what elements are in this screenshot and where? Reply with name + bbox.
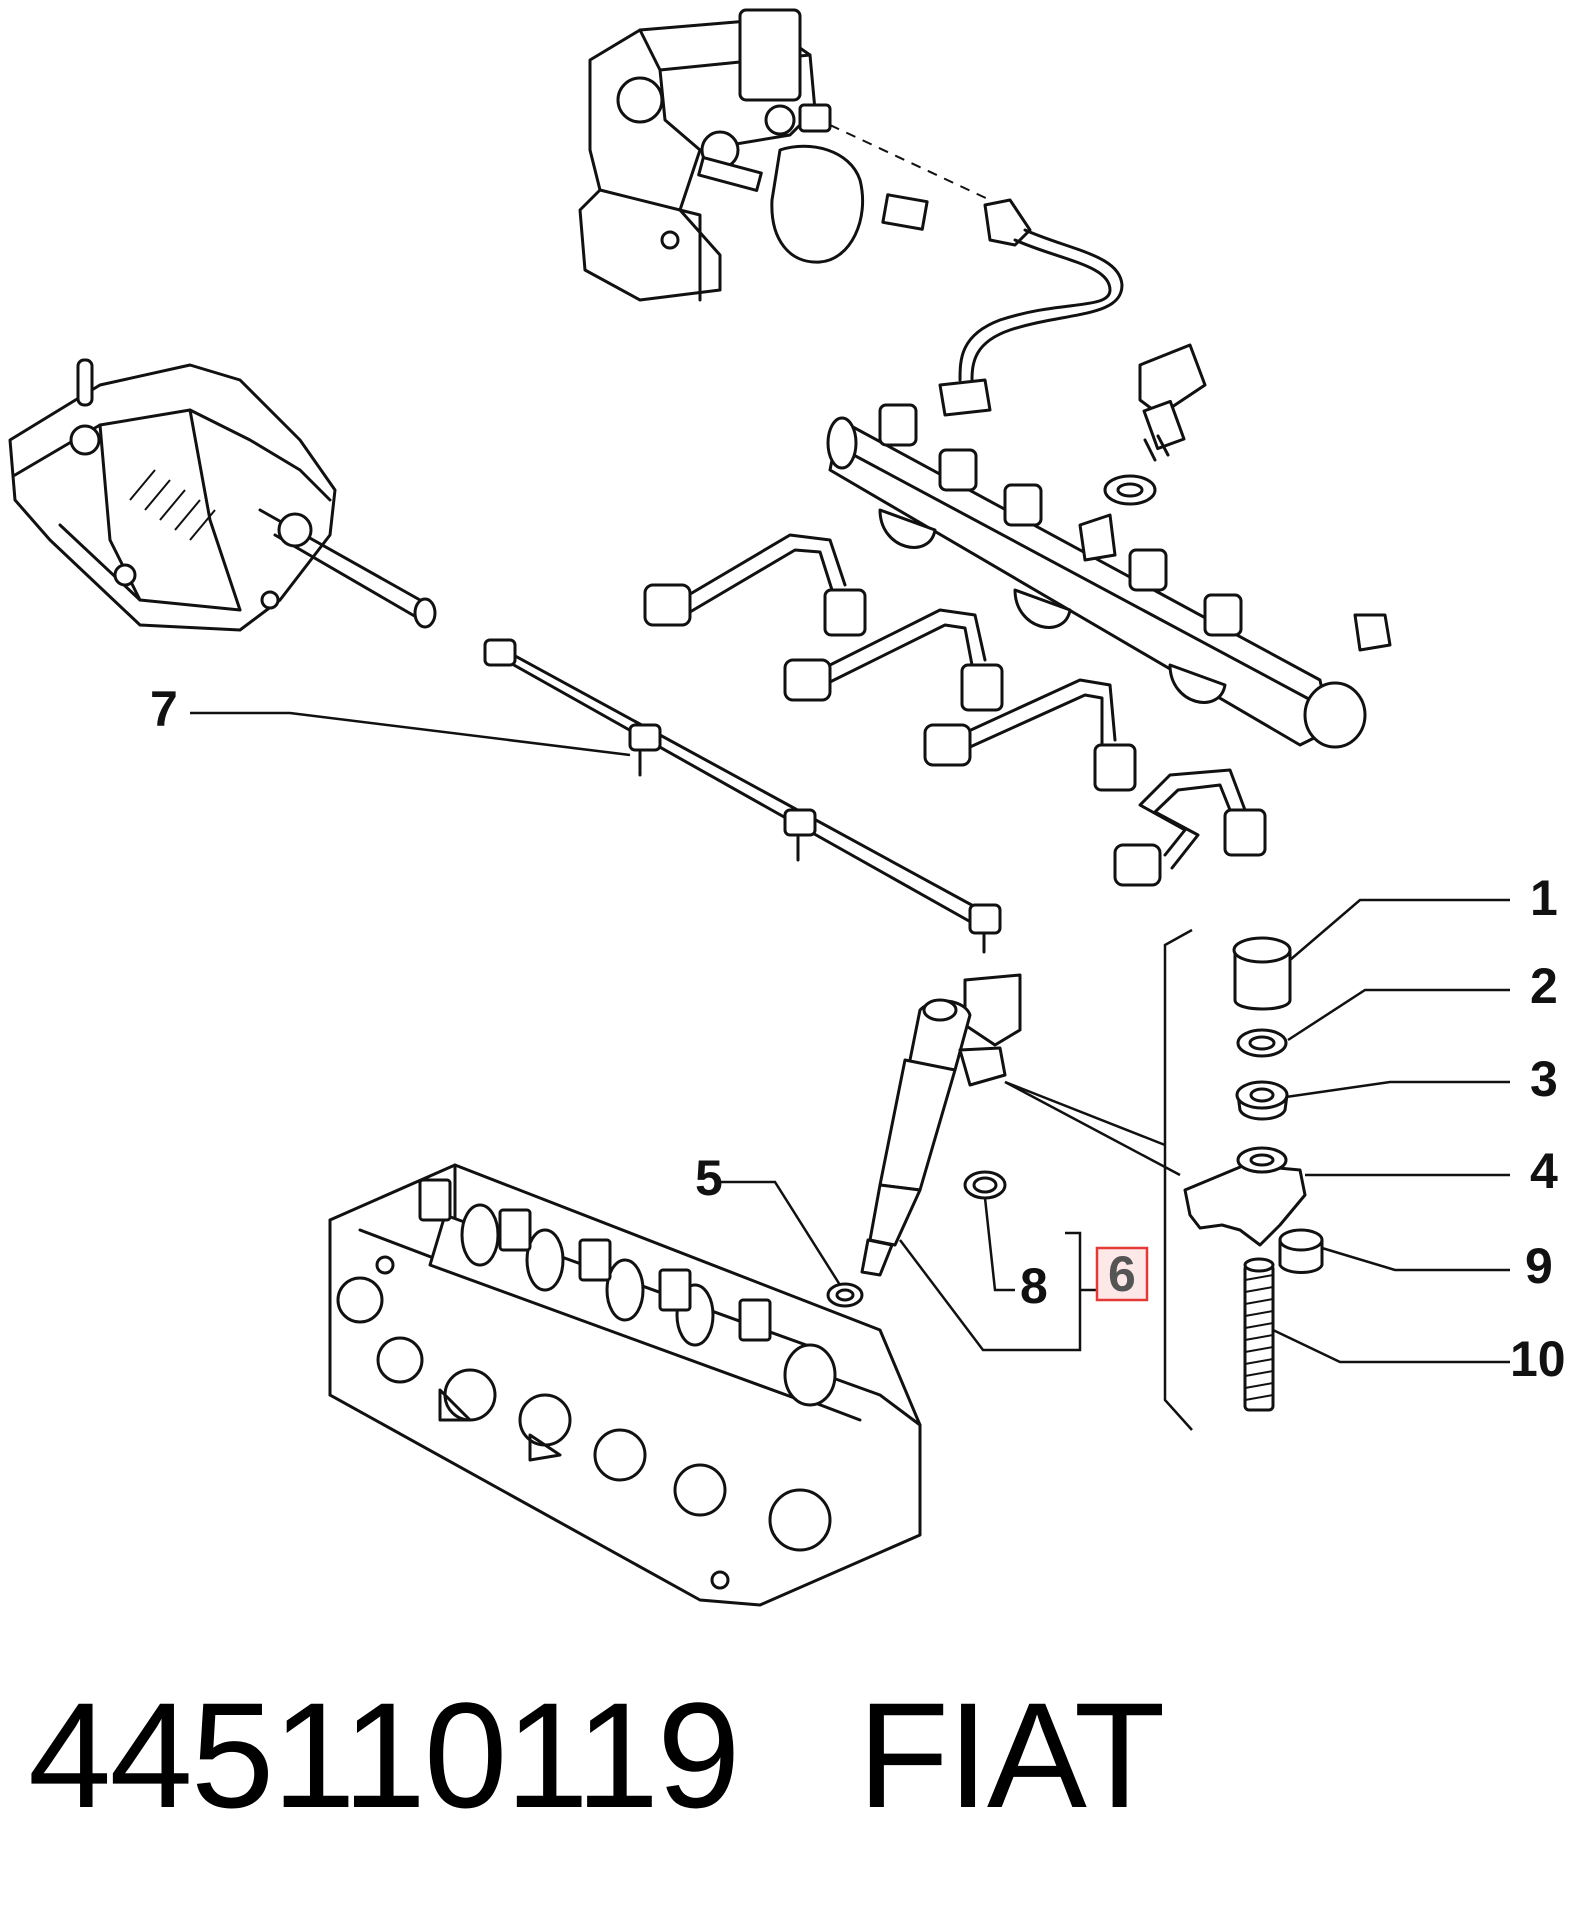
spacer-sleeve bbox=[1232, 936, 1292, 1011]
injector-pipe-3 bbox=[923, 678, 1137, 792]
pump-to-rail-pipe bbox=[938, 228, 1124, 417]
leader-lines bbox=[190, 711, 1510, 1364]
leader-5 bbox=[720, 1180, 842, 1286]
callout-3: 3 bbox=[1530, 1051, 1558, 1107]
callout-1: 1 bbox=[1530, 870, 1558, 926]
callout-7: 7 bbox=[150, 681, 178, 737]
high-pressure-pump bbox=[578, 8, 1032, 302]
egr-module-fins bbox=[129, 469, 216, 541]
caption-gap bbox=[739, 1671, 858, 1839]
clamp-kit-parts bbox=[1183, 936, 1324, 1412]
rail-pressure-sensor bbox=[1103, 343, 1207, 506]
spherical-washer bbox=[1235, 1080, 1289, 1121]
injector-pipe-1 bbox=[643, 533, 867, 637]
callout-labels: 1 2 3 4 9 10 7 5 8 6 bbox=[150, 681, 1566, 1387]
leader-10 bbox=[1272, 1328, 1510, 1364]
leak-off-return-line bbox=[483, 638, 1002, 954]
egr-module bbox=[8, 358, 437, 632]
camshaft bbox=[428, 1203, 837, 1407]
brand-name: FIAT bbox=[857, 1671, 1166, 1839]
part-number-caption: 445110119 FIAT bbox=[28, 1680, 1165, 1830]
washer bbox=[1236, 1028, 1288, 1058]
injector-copper-seal bbox=[826, 1282, 864, 1308]
callout-5: 5 bbox=[695, 1150, 723, 1206]
injector-clamp bbox=[1183, 1146, 1307, 1247]
leader-6-bracket bbox=[899, 1231, 1082, 1352]
injector-pipe-2 bbox=[783, 608, 1004, 712]
clamp-stud bbox=[1243, 1257, 1275, 1412]
callout-9: 9 bbox=[1525, 1238, 1553, 1294]
callout-6: 6 bbox=[1108, 1246, 1136, 1302]
rail-outlet-ports bbox=[878, 403, 1243, 637]
injector-o-ring bbox=[963, 1170, 1007, 1200]
leader-9 bbox=[1321, 1246, 1510, 1272]
callout-4: 4 bbox=[1530, 1143, 1558, 1199]
kit-bracket bbox=[1004, 928, 1193, 1431]
injector-pipe-4 bbox=[1113, 768, 1267, 887]
common-rail bbox=[826, 403, 1392, 749]
part-number: 445110119 bbox=[28, 1671, 741, 1839]
injector-pipes bbox=[643, 533, 1267, 887]
leader-3 bbox=[1285, 1080, 1510, 1099]
callout-10: 10 bbox=[1510, 1331, 1566, 1387]
rail-mounting-lugs bbox=[878, 508, 1227, 704]
clamp-nut bbox=[1278, 1228, 1324, 1274]
head-ports bbox=[336, 1276, 832, 1552]
leader-7 bbox=[190, 711, 631, 757]
leader-2 bbox=[1287, 988, 1510, 1042]
cylinder-head bbox=[328, 1163, 922, 1607]
leader-8 bbox=[983, 1197, 1015, 1292]
callout-6-highlight-box bbox=[1095, 1246, 1149, 1302]
fuel-injector bbox=[860, 973, 1022, 1277]
callout-8: 8 bbox=[1020, 1258, 1048, 1314]
cam-bearing-caps bbox=[418, 1178, 772, 1342]
leader-1 bbox=[1289, 898, 1510, 961]
callout-2: 2 bbox=[1530, 958, 1558, 1014]
